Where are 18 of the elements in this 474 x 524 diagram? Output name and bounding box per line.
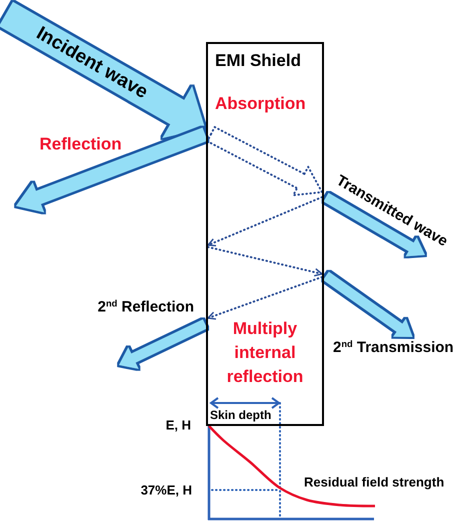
shield-title: EMI Shield bbox=[215, 51, 301, 71]
block-arrow bbox=[323, 192, 428, 260]
curve-label: Residual field strength bbox=[304, 476, 444, 490]
annotation-text: 2$^{nd}$ Transmission bbox=[333, 339, 454, 356]
dotted-arrow bbox=[207, 196, 323, 246]
hollow-block-arrow bbox=[206, 126, 323, 196]
block-arrow bbox=[116, 319, 208, 370]
annotation-text: Absorption bbox=[215, 94, 306, 114]
axis-label: 37%E, H bbox=[140, 484, 192, 498]
shield-box bbox=[206, 42, 324, 426]
block-arrow bbox=[14, 128, 208, 213]
dotted-arrow bbox=[207, 276, 323, 320]
dotted-arrow bbox=[207, 246, 323, 276]
annotation-text: Multiply internal reflection bbox=[226, 318, 304, 388]
edge-label: Reflection bbox=[40, 136, 122, 153]
axis-label: E, H bbox=[166, 418, 191, 434]
edge-label: 2$^{nd}$ Reflection bbox=[98, 299, 194, 314]
dimension-label: Skin depth bbox=[210, 409, 272, 423]
